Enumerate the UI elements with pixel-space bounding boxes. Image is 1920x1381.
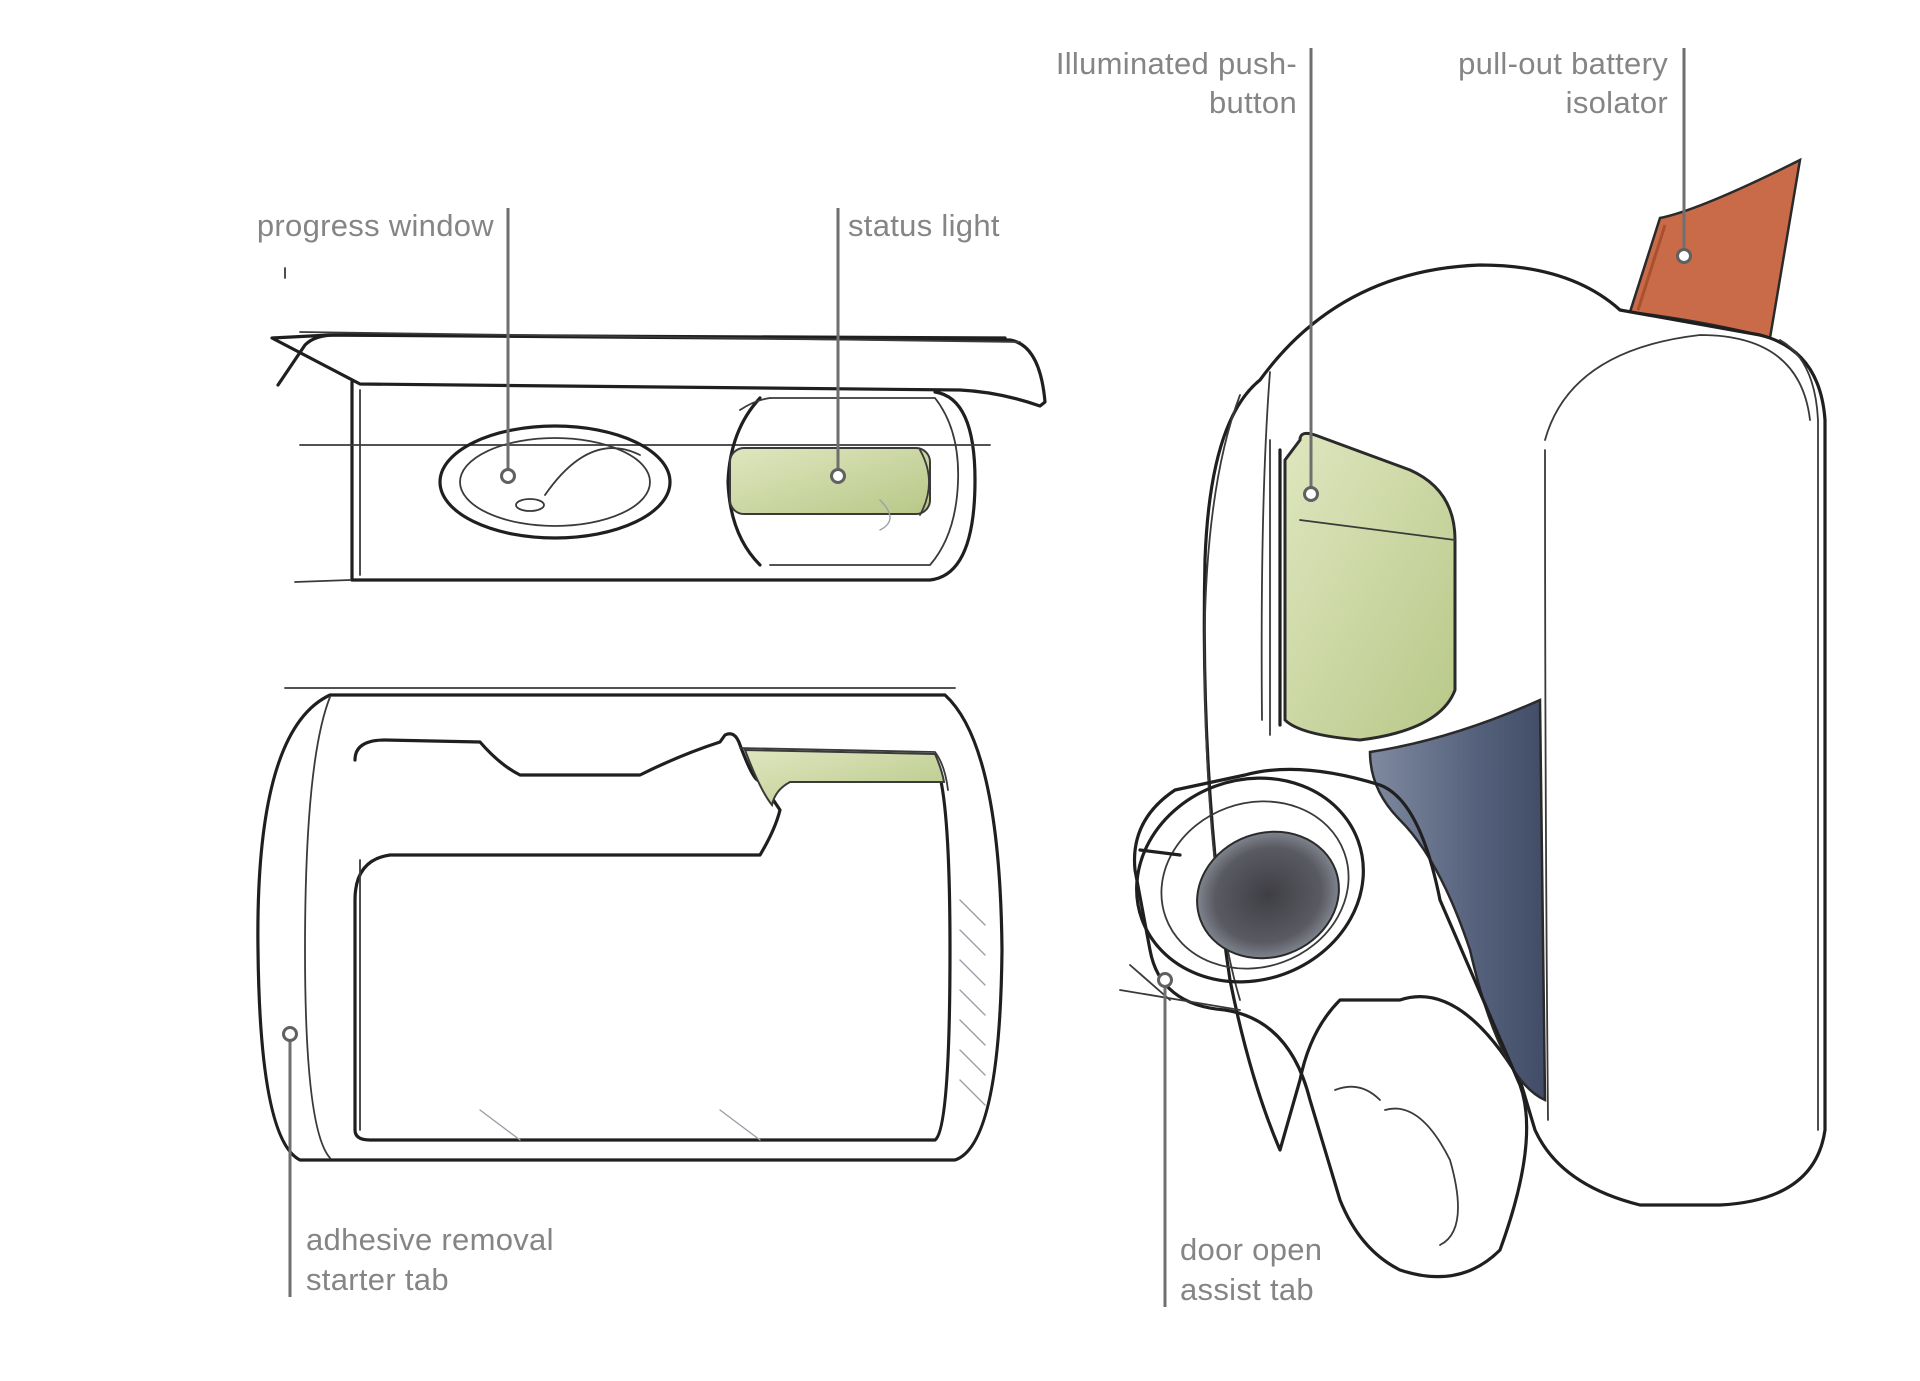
callout-dot-illuminated-button [1303, 486, 1319, 502]
side-view-device [256, 687, 1004, 1162]
label-adhesive-tab-line2: starter tab [306, 1262, 449, 1297]
progress-window-shape [438, 424, 672, 540]
label-door-tab-line2: assist tab [1180, 1272, 1314, 1307]
battery-isolator-shape [1628, 157, 1802, 340]
label-illuminated-button-line2: button [1209, 85, 1297, 120]
label-illuminated-button-line1: Illuminated push- [1056, 46, 1297, 81]
status-light-side-shape [743, 748, 946, 808]
label-battery-isolator-line1: pull-out battery [1458, 46, 1668, 81]
callout-dot-progress-window [500, 468, 516, 484]
callout-dot-door-tab [1157, 972, 1173, 988]
label-progress-window: progress window [257, 208, 494, 243]
label-status-light: status light [848, 208, 1000, 243]
callout-dot-battery-isolator [1676, 248, 1692, 264]
leader-lines [282, 48, 1692, 1307]
dark-window-shape [1368, 698, 1547, 1102]
label-door-tab-line1: door open [1180, 1232, 1322, 1267]
callout-labels: progress window status light Illuminated… [257, 46, 1668, 1307]
callout-dot-status-light [830, 468, 846, 484]
perspective-view-device [1119, 157, 1827, 1279]
label-battery-isolator-line2: isolator [1566, 85, 1668, 120]
status-light-top-shape [729, 447, 931, 515]
callout-dot-adhesive-tab [282, 1026, 298, 1042]
nozzle-core-shape [1196, 830, 1340, 960]
label-adhesive-tab-line1: adhesive removal [306, 1222, 554, 1257]
illuminated-button-shape [1283, 431, 1457, 742]
top-view-device [270, 267, 1047, 583]
